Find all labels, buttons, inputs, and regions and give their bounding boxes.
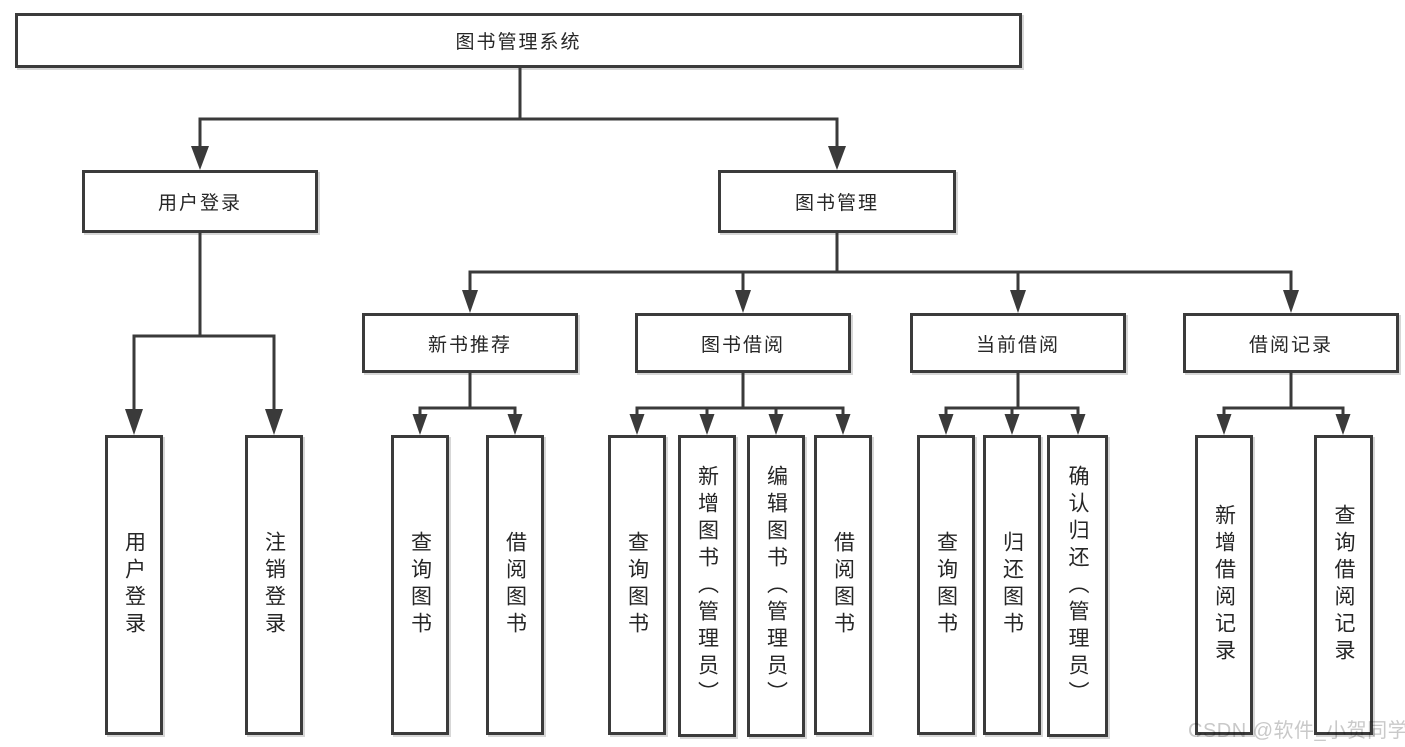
arrowhead-icon xyxy=(735,290,751,313)
node-leaf-bw-query: 查询图书 xyxy=(608,435,666,735)
arrowhead-icon xyxy=(191,146,209,170)
node-leaf-user-login: 用户登录 xyxy=(105,435,163,735)
node-label-leaf-bw-add: 新增图书（管理员） xyxy=(695,464,719,708)
connector-root xyxy=(191,66,846,170)
node-current: 当前借阅 xyxy=(910,313,1126,373)
arrowhead-icon xyxy=(1010,290,1026,313)
node-leaf-cur-return: 归还图书 xyxy=(983,435,1041,735)
arrowhead-icon xyxy=(462,290,478,313)
arrowhead-icon xyxy=(1070,414,1086,435)
arrowhead-icon xyxy=(629,414,645,435)
arrowhead-icon xyxy=(699,414,715,435)
arrowhead-icon xyxy=(835,414,851,435)
node-label-borrow: 图书借阅 xyxy=(700,334,785,356)
node-root: 图书管理系统 xyxy=(15,13,1022,68)
node-label-newbook: 新书推荐 xyxy=(427,334,512,356)
node-leaf-bw-add: 新增图书（管理员） xyxy=(678,435,736,737)
connector-line xyxy=(1222,371,1345,418)
arrowhead-icon xyxy=(1004,414,1020,435)
node-label-login: 用户登录 xyxy=(157,193,242,214)
node-login: 用户登录 xyxy=(82,170,318,233)
node-label-leaf-nb-borrow: 借阅图书 xyxy=(503,531,527,639)
node-label-leaf-nb-query: 查询图书 xyxy=(408,531,432,639)
node-label-current: 当前借阅 xyxy=(975,334,1060,356)
arrowhead-icon xyxy=(265,409,283,435)
connector-current xyxy=(938,371,1086,435)
arrowhead-icon xyxy=(768,414,784,435)
node-label-leaf-user-login: 用户登录 xyxy=(122,531,146,639)
node-label-leaf-bw-borrow: 借阅图书 xyxy=(831,531,855,639)
connector-line xyxy=(198,66,839,150)
node-label-records: 借阅记录 xyxy=(1248,334,1333,356)
node-label-root: 图书管理系统 xyxy=(455,32,582,53)
connector-line xyxy=(418,371,517,418)
node-label-leaf-cur-confirm: 确认归还（管理员） xyxy=(1066,464,1089,708)
connector-login xyxy=(125,231,283,435)
node-label-leaf-rec-add: 新增借阅记录 xyxy=(1212,504,1236,666)
node-label-leaf-rec-query: 查询借阅记录 xyxy=(1332,504,1355,666)
connector-mgmt xyxy=(462,231,1299,313)
connector-line xyxy=(944,371,1080,418)
node-leaf-rec-query: 查询借阅记录 xyxy=(1314,435,1373,735)
arrowhead-icon xyxy=(938,414,954,435)
arrowhead-icon xyxy=(1216,414,1232,435)
node-newbook: 新书推荐 xyxy=(362,313,578,373)
node-records: 借阅记录 xyxy=(1183,313,1399,373)
node-label-leaf-cur-query: 查询图书 xyxy=(934,531,958,639)
node-leaf-rec-add: 新增借阅记录 xyxy=(1195,435,1253,735)
arrowhead-icon xyxy=(507,414,523,435)
node-borrow: 图书借阅 xyxy=(635,313,851,373)
connector-line xyxy=(468,231,1293,294)
node-label-leaf-bw-query: 查询图书 xyxy=(625,531,649,639)
arrowhead-icon xyxy=(828,146,846,170)
node-mgmt: 图书管理 xyxy=(718,170,956,233)
connector-line xyxy=(635,371,845,418)
arrowhead-icon xyxy=(125,409,143,435)
node-leaf-bw-borrow: 借阅图书 xyxy=(814,435,872,735)
node-label-leaf-logout: 注销登录 xyxy=(262,531,286,639)
arrowhead-icon xyxy=(1335,414,1351,435)
arrowhead-icon xyxy=(1283,290,1299,313)
node-leaf-nb-borrow: 借阅图书 xyxy=(486,435,544,735)
connector-line xyxy=(132,231,276,413)
node-leaf-cur-confirm: 确认归还（管理员） xyxy=(1047,435,1108,737)
node-leaf-cur-query: 查询图书 xyxy=(917,435,975,735)
arrowhead-icon xyxy=(412,414,428,435)
connector-borrow xyxy=(629,371,851,435)
node-leaf-logout: 注销登录 xyxy=(245,435,303,735)
connector-records xyxy=(1216,371,1351,435)
node-leaf-nb-query: 查询图书 xyxy=(391,435,449,735)
node-label-leaf-cur-return: 归还图书 xyxy=(1000,531,1024,639)
connector-newbook xyxy=(412,371,523,435)
node-leaf-bw-edit: 编辑图书（管理员） xyxy=(747,435,805,737)
node-label-mgmt: 图书管理 xyxy=(794,193,879,214)
node-label-leaf-bw-edit: 编辑图书（管理员） xyxy=(764,464,788,708)
